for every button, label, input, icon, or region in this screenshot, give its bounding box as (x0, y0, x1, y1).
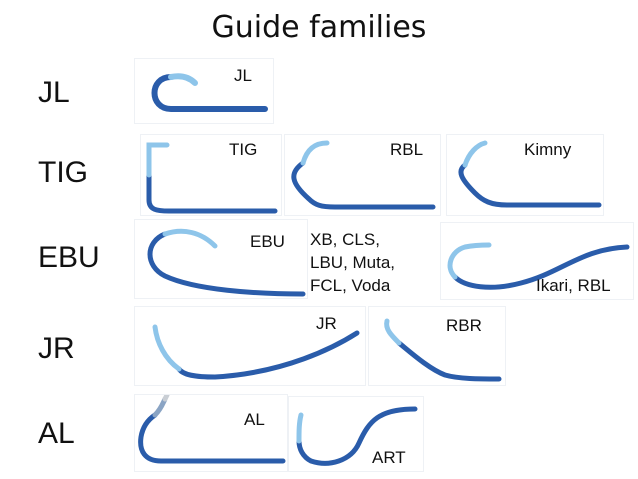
row-label-al: AL (38, 417, 75, 450)
label-art: ART (372, 448, 406, 467)
catheter-panel-art (288, 396, 424, 472)
label-jr: JR (316, 314, 337, 333)
catheter-panel-jl (134, 58, 274, 124)
catheter-panel-ebu (134, 219, 308, 299)
page-title: Guide families (211, 10, 427, 45)
row-label-jl: JL (38, 76, 70, 109)
label-tig: TIG (229, 140, 258, 159)
catheter-panel-rbr (368, 306, 506, 386)
label-rbl-top: RBL (390, 140, 424, 159)
label-al: AL (244, 410, 265, 429)
catheter-panel-kimny (446, 134, 604, 216)
label-jl: JL (234, 66, 252, 85)
label-ikari-rbl: Ikari, RBL (536, 276, 611, 295)
row-label-tig: TIG (38, 156, 88, 189)
catheter-panel-ikari (440, 222, 634, 300)
label-xb-line-3: FCL, Voda (310, 276, 391, 295)
label-xb-group: XB, CLS, LBU, Muta, FCL, Voda (310, 228, 395, 297)
catheter-panel-al (134, 394, 288, 472)
row-label-ebu: EBU (38, 241, 100, 274)
label-kimny: Kimny (524, 140, 572, 159)
catheter-panel-jr (134, 306, 366, 386)
label-ebu: EBU (250, 232, 285, 251)
label-xb-line-1: XB, CLS, (310, 230, 380, 249)
label-rbr: RBR (446, 316, 482, 335)
catheter-panel-rbl (284, 134, 441, 216)
row-label-jr: JR (38, 332, 75, 365)
catheter-panel-tig (140, 134, 282, 216)
label-xb-line-2: LBU, Muta, (310, 253, 396, 272)
